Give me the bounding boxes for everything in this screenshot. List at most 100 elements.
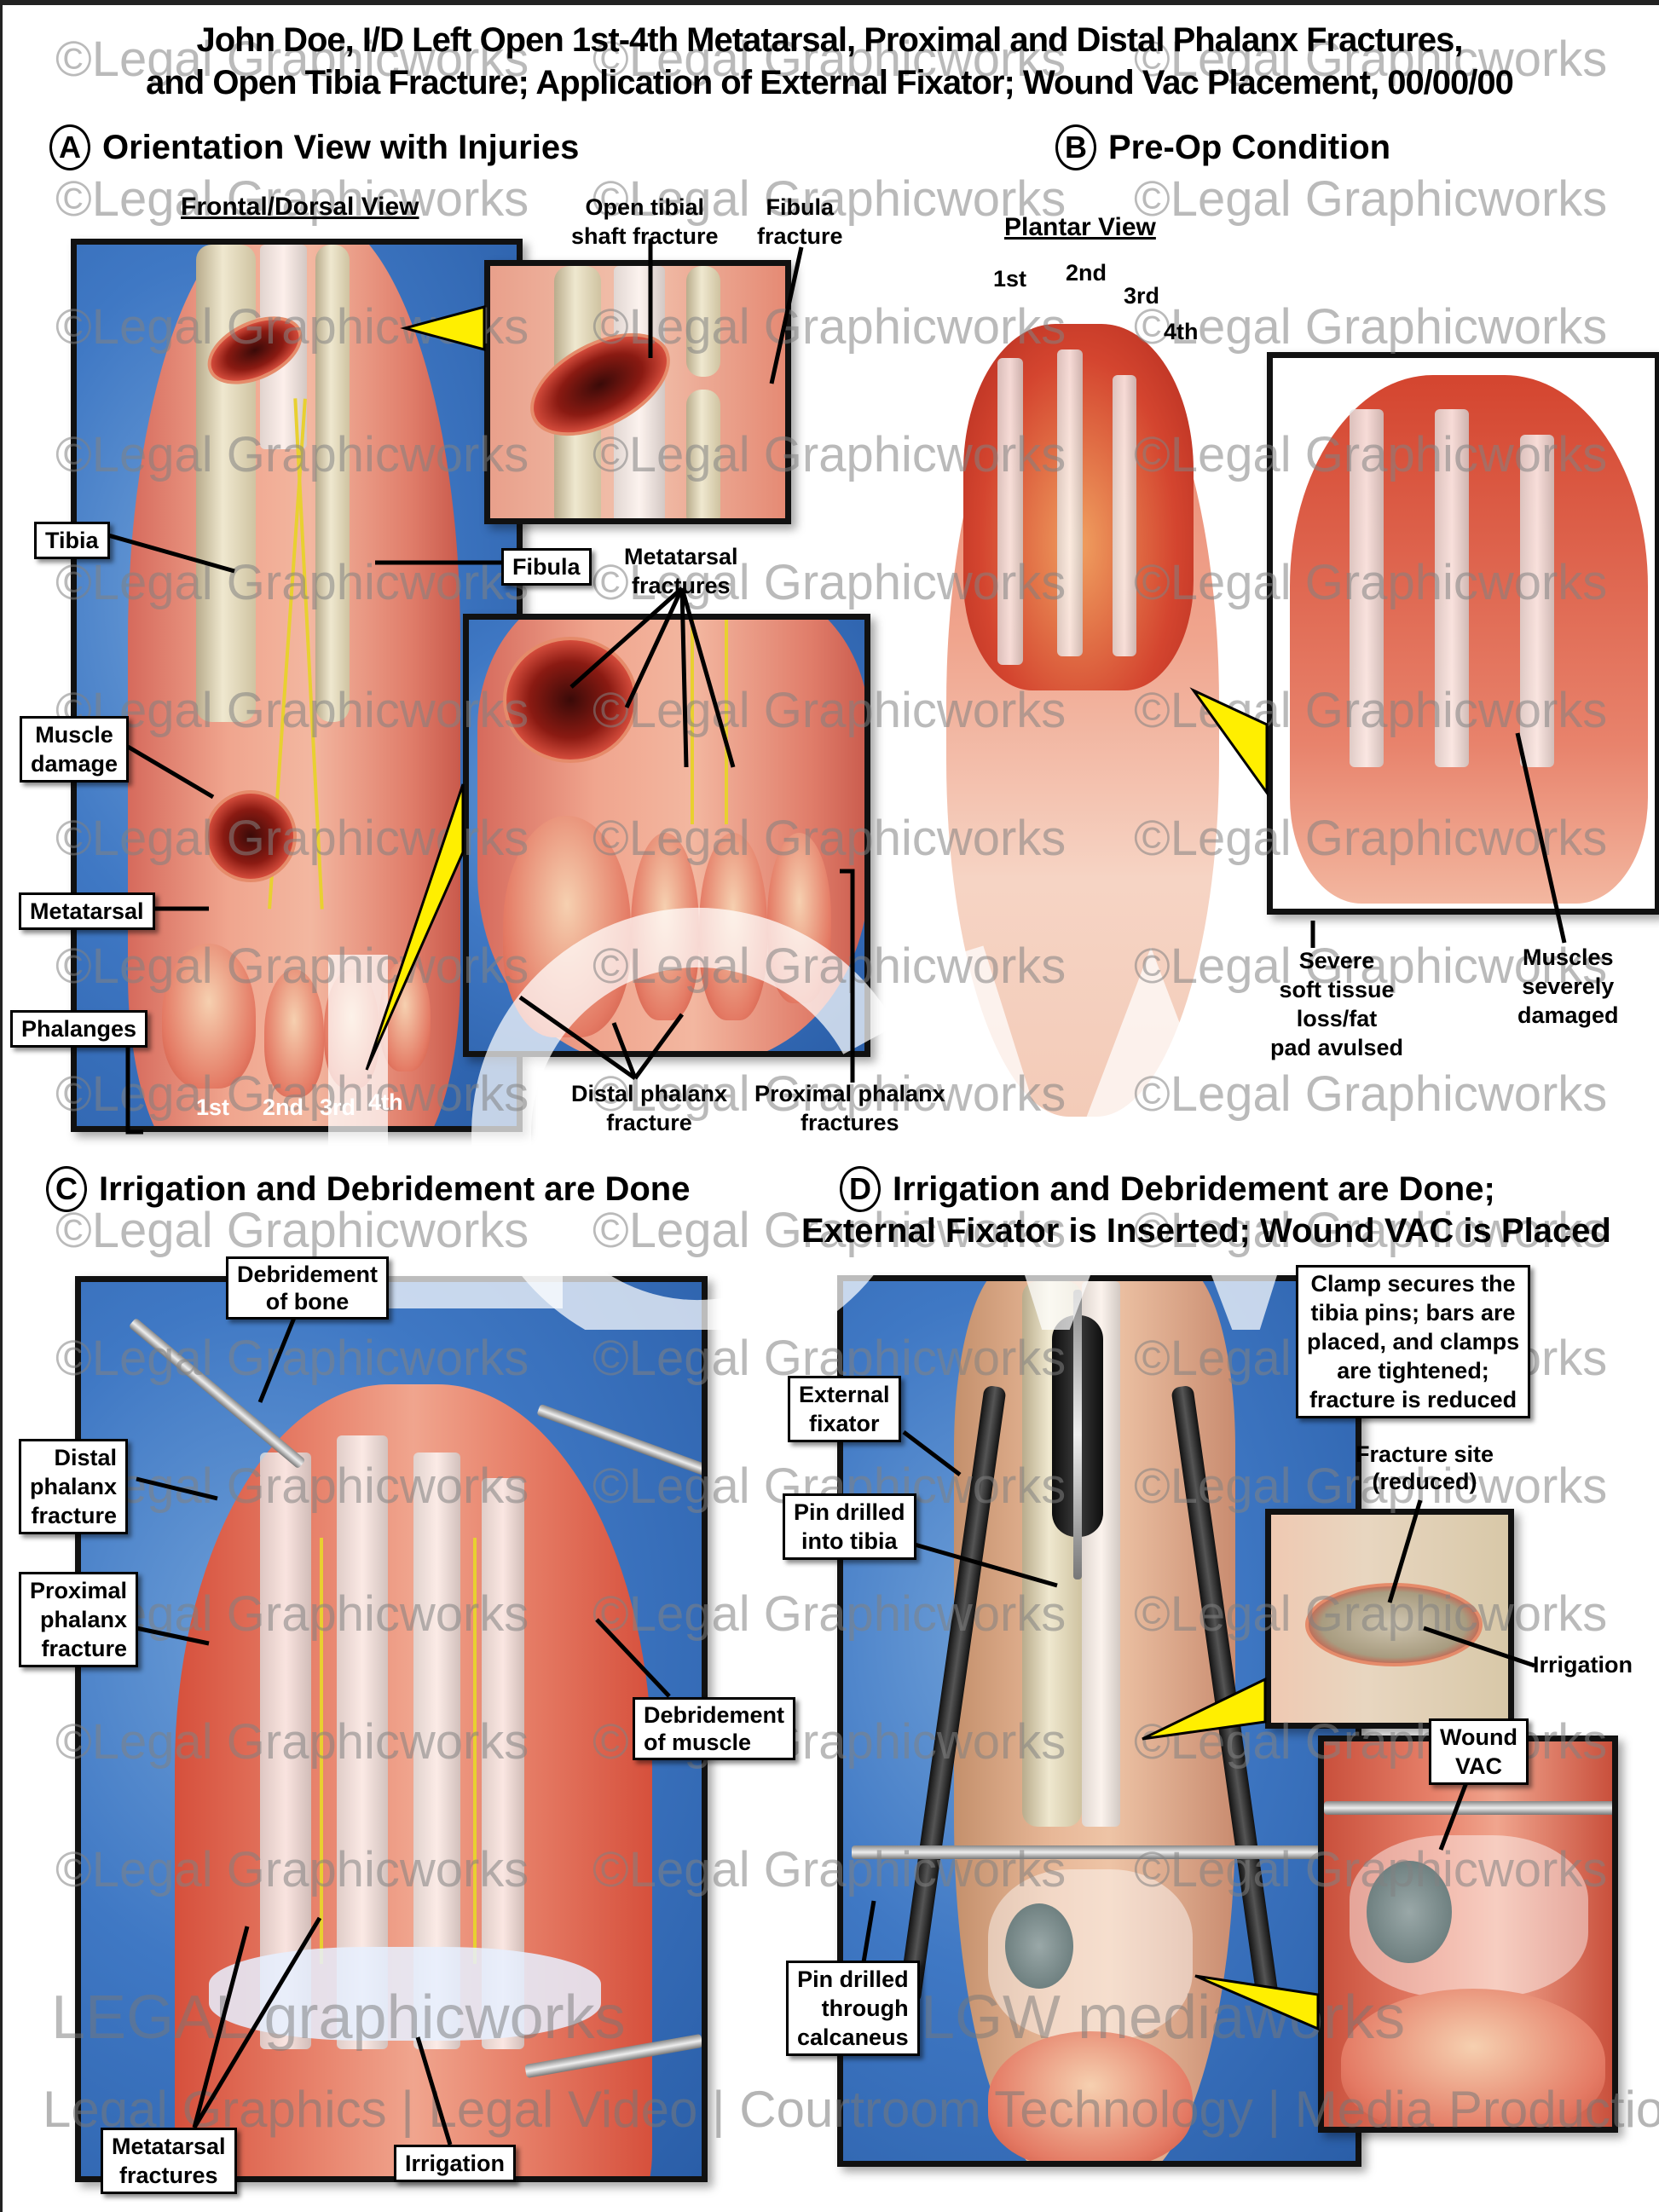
toe-3: [324, 969, 379, 1089]
toe-2: [264, 969, 324, 1097]
panel-b-heading: B Pre-Op Condition: [1055, 124, 1390, 170]
wound-vac-label: Wound VAC: [1429, 1718, 1529, 1785]
panel-a-forefoot-inset: [463, 614, 870, 1057]
brand-lgw-mediaworks: LGW mediaworks: [921, 1984, 1406, 2052]
irrigation-label-c: Irrigation: [394, 2145, 517, 2182]
soft-tissue-loss-label: Severe soft tissue loss/fat pad avulsed: [1270, 946, 1403, 1062]
label-line: fracture: [41, 1636, 128, 1661]
muscles-damaged-label: Muscles severely damaged: [1517, 943, 1619, 1030]
label-line: VAC: [1454, 1753, 1502, 1779]
debridement-of-muscle-label: Debridement of muscle: [633, 1697, 796, 1760]
label-line: Debridement: [237, 1262, 379, 1287]
toes: [1341, 1989, 1605, 2127]
vac-foam: [1005, 1903, 1073, 1989]
panel-d-title-line-2: External Fixator is Inserted; Wound VAC …: [801, 1212, 1611, 1250]
toe-label-2nd: 2nd: [263, 1094, 304, 1120]
label-line: through: [821, 1995, 909, 2021]
label-line: are tightened;: [1337, 1358, 1489, 1383]
clamp-note-box: Clamp secures the tibia pins; bars are p…: [1296, 1265, 1531, 1418]
panel-b-plantar-foot: [946, 298, 1219, 1117]
toe-3: [699, 833, 767, 1020]
label-line: Proximal phalanx: [754, 1081, 945, 1106]
metatarsal-wound: [503, 637, 638, 763]
label-line: Clamp secures the: [1310, 1271, 1516, 1297]
label-line: Muscles: [1522, 944, 1614, 970]
label-line: Muscle: [35, 722, 113, 748]
pin-through-calcaneus-label: Pin drilled through calcaneus: [786, 1961, 920, 2056]
label-line: (reduced): [1372, 1469, 1477, 1494]
panel-letter-b: B: [1055, 124, 1096, 170]
label-line: fracture is reduced: [1309, 1387, 1517, 1412]
panel-letter-d: D: [840, 1166, 881, 1212]
label-line: phalanx: [30, 1474, 118, 1499]
debridement-of-bone-label: Debridement of bone: [226, 1256, 390, 1320]
open-tibial-shaft-fracture-label: Open tibial shaft fracture: [571, 193, 719, 251]
tibia-bone: [196, 245, 256, 722]
toe-1: [503, 816, 631, 1037]
panel-letter-a: A: [49, 124, 90, 170]
nerve: [473, 1538, 477, 1964]
metatarsal-label: Metatarsal: [19, 892, 155, 930]
label-line: fractures: [632, 573, 731, 598]
label-line: damage: [31, 751, 118, 777]
page-title-line-2: and Open Tibia Fracture; Application of …: [146, 64, 1514, 101]
plantar-toe-2nd: 2nd: [1066, 260, 1107, 286]
label-line: of muscle: [644, 1730, 752, 1755]
plantar-toe-1st: 1st: [993, 266, 1027, 292]
label-line: Metatarsal: [112, 2134, 226, 2159]
label-line: pad avulsed: [1270, 1035, 1404, 1060]
label-line: phalanx: [40, 1607, 128, 1632]
label-line: into tibia: [801, 1528, 898, 1554]
pin-into-tibia-label: Pin drilled into tibia: [783, 1493, 916, 1560]
external-fixator-label: External fixator: [788, 1376, 901, 1442]
metatarsal-fractures-label: Metatarsal fractures: [101, 2128, 237, 2194]
label-line: Distal phalanx: [571, 1081, 728, 1106]
muscle-damage-label: Muscle damage: [20, 716, 130, 783]
vac-foam: [1367, 1861, 1452, 1963]
label-line: Distal: [54, 1445, 118, 1470]
tibia-label: Tibia: [34, 522, 110, 559]
fibula-lower: [686, 390, 720, 518]
nerve: [691, 620, 694, 824]
panel-b-view-label: Plantar View: [1004, 213, 1156, 241]
fibula-fracture-label: Fibula fracture: [757, 193, 843, 251]
label-line: fractures: [119, 2163, 218, 2188]
tendon: [997, 358, 1023, 665]
panel-a-title: Orientation View with Injuries: [102, 128, 580, 166]
label-line: Severe: [1298, 948, 1375, 973]
distal-phalanx-fracture-label: Distal phalanx fracture: [19, 1439, 129, 1534]
label-line: fracture: [31, 1503, 118, 1528]
label-line: severely: [1522, 973, 1615, 999]
fibula-upper: [686, 266, 720, 377]
distal-phalanx-fracture-label: Distal phalanx fracture: [571, 1079, 727, 1137]
label-line: fixator: [809, 1411, 880, 1436]
tendon: [1435, 409, 1469, 767]
toe-1: [162, 944, 256, 1089]
panel-b-inset: [1267, 352, 1659, 915]
toe-label-3rd: 3rd: [320, 1094, 356, 1120]
panel-d-wound-vac-inset: [1318, 1736, 1618, 2133]
panel-letter-c: C: [46, 1166, 87, 1212]
label-line: Pin drilled: [797, 1967, 909, 1992]
toes: [988, 2031, 1193, 2161]
label-line: Open tibial: [585, 194, 705, 220]
label-line: Metatarsal: [624, 544, 738, 569]
panel-a-heading: A Orientation View with Injuries: [49, 124, 579, 170]
label-line: calcaneus: [797, 2024, 909, 2050]
proximal-phalanx-fractures-label: Proximal phalanx fractures: [754, 1079, 945, 1137]
fibula-bone: [315, 245, 350, 722]
label-line: Fracture site: [1356, 1441, 1494, 1467]
tendon: [1113, 375, 1136, 656]
label-line: placed, and clamps: [1307, 1329, 1520, 1354]
panel-d-title-line-1: Irrigation and Debridement are Done;: [893, 1170, 1495, 1208]
panel-a-main-illustration: [71, 239, 523, 1132]
label-line: tibia pins; bars are: [1310, 1300, 1516, 1325]
plantar-wound-zoom: [1290, 375, 1648, 904]
tendon: [1520, 435, 1554, 767]
label-line: Debridement: [644, 1702, 785, 1728]
metatarsal-wound: [205, 790, 297, 882]
fibula-label: Fibula: [501, 548, 592, 586]
panel-b-title: Pre-Op Condition: [1108, 128, 1391, 166]
label-line: damaged: [1517, 1002, 1619, 1028]
page-title-line-1: John Doe, I/D Left Open 1st-4th Metatars…: [196, 21, 1463, 59]
